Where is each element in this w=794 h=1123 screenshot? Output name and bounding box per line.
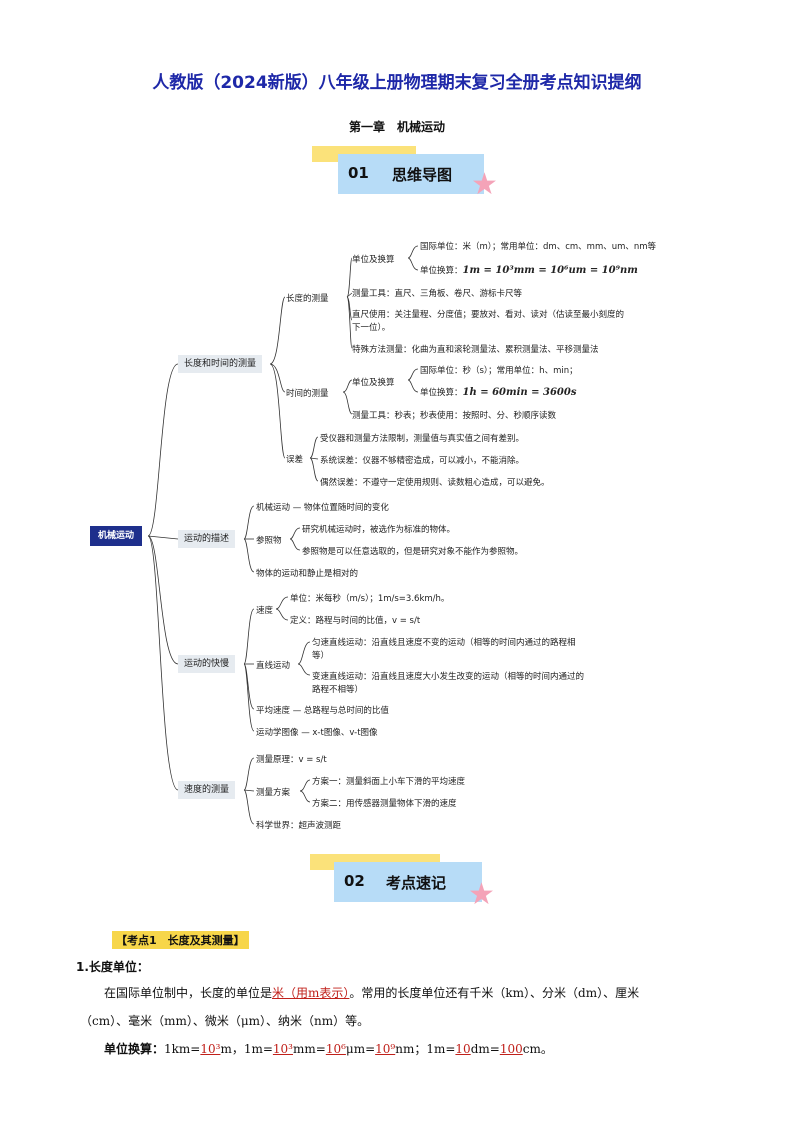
- node-ruler-use-1: 直尺使用：关注量程、分度值；要放对、看对、读对（估读至最小刻度的: [352, 310, 625, 320]
- node-mechanical-motion: 机械运动 — 物体位置随时间的变化: [256, 503, 389, 513]
- node-relative-motion: 物体的运动和静止是相对的: [256, 569, 359, 579]
- node-length-measure: 长度的测量: [286, 294, 329, 304]
- node-length-unit: 单位及换算: [352, 255, 395, 265]
- node-average-speed: 平均速度 — 总路程与总时间的比值: [256, 706, 389, 716]
- chapter-heading: 第一章 机械运动: [348, 120, 445, 134]
- node-uniform-1: 匀速直线运动：沿直线且速度不变的运动（相等的时间内通过的路程相: [312, 638, 576, 648]
- star-icon: ★: [468, 877, 495, 912]
- node-speed: 速度: [256, 606, 274, 616]
- branch-length-time: 长度和时间的测量: [178, 355, 263, 373]
- node-reference-rule: 参照物是可以任意选取的，但是研究对象不能作为参照物。: [302, 547, 524, 557]
- section-number: 01: [348, 164, 369, 182]
- node-time-measure: 时间的测量: [286, 389, 329, 399]
- node-reference: 参照物: [256, 536, 282, 546]
- node-measure-principle: 测量原理：v = s/t: [256, 755, 327, 765]
- paragraph-line-2: （cm）、毫米（mm）、微米（μm）、纳米（nm）等。: [80, 1014, 370, 1028]
- star-icon: ★: [471, 167, 498, 202]
- section-label: 思维导图: [392, 166, 453, 184]
- node-reference-def: 研究机械运动时，被选作为标准的物体。: [302, 525, 456, 535]
- node-plan-2: 方案二：用传感器测量物体下滑的速度: [312, 799, 457, 809]
- node-error: 误差: [286, 455, 304, 465]
- section-number: 02: [344, 872, 365, 890]
- node-linear-motion: 直线运动: [256, 661, 291, 671]
- node-time-unit-intl: 国际单位：秒（s）；常用单位：h、min；: [420, 366, 578, 376]
- paragraph-conversion: 单位换算：1km=10³m，1m=10³mm=10⁶μm=10⁹nm；1m=10…: [104, 1042, 553, 1056]
- node-science-world: 科学世界：超声波测距: [256, 821, 342, 831]
- node-time-unit: 单位及换算: [352, 378, 395, 388]
- node-error-def: 受仪器和测量方法限制，测量值与真实值之间有差别。: [320, 434, 525, 444]
- node-kinematic-graph: 运动学图像 — x-t图像、v-t图像: [256, 728, 378, 738]
- node-length-tool: 测量工具：直尺、三角板、卷尺、游标卡尺等: [352, 289, 523, 299]
- document-title: 人教版（2024新版）八年级上册物理期末复习全册考点知识提纲: [152, 73, 642, 93]
- section-label: 考点速记: [386, 874, 447, 892]
- node-error-random: 偶然误差：不遵守一定使用规则、读数粗心造成，可以避免。: [320, 478, 550, 488]
- node-length-unit-conv: 单位换算：1m = 10³mm = 10⁶um = 10⁹nm: [420, 265, 638, 276]
- node-time-unit-conv: 单位换算：1h = 60min = 3600s: [420, 387, 577, 398]
- paragraph-line-1: 在国际单位制中，长度的单位是米（用m表示）。常用的长度单位还有千米（km）、分米…: [104, 986, 640, 1000]
- branch-speed-measure: 速度的测量: [178, 781, 236, 799]
- branch-motion-description: 运动的描述: [178, 530, 236, 548]
- mindmap-root: 机械运动: [90, 526, 143, 546]
- node-uniform-2: 等）: [312, 651, 330, 661]
- node-length-unit-intl: 国际单位：米（m）；常用单位：dm、cm、mm、um、nm等: [420, 242, 657, 252]
- node-ruler-use-2: 下一位）。: [352, 323, 391, 333]
- node-variable-2: 路程不相等）: [312, 685, 364, 695]
- node-speed-unit: 单位：米每秒（m/s）；1m/s=3.6km/h。: [290, 594, 450, 604]
- node-special-method: 特殊方法测量：化曲为直和滚轮测量法、累积测量法、平移测量法: [352, 345, 599, 355]
- node-time-tool: 测量工具：秒表；秒表使用：按照时、分、秒顺序读数: [352, 411, 557, 421]
- node-speed-def: 定义：路程与时间的比值，v = s/t: [290, 616, 421, 626]
- node-plan-1: 方案一：测量斜面上小车下滑的平均速度: [312, 777, 466, 787]
- node-measure-plan: 测量方案: [256, 788, 291, 798]
- node-variable-1: 变速直线运动：沿直线且速度大小发生改变的运动（相等的时间内通过的: [312, 672, 585, 682]
- branch-speed: 运动的快慢: [178, 655, 236, 673]
- subheading-length-unit: 1.长度单位：: [76, 960, 149, 974]
- keypoint-label: 【考点1 长度及其测量】: [112, 931, 249, 949]
- mindmap-connectors: [147, 245, 419, 825]
- node-error-system: 系统误差：仪器不够精密造成，可以减小，不能消除。: [320, 456, 525, 466]
